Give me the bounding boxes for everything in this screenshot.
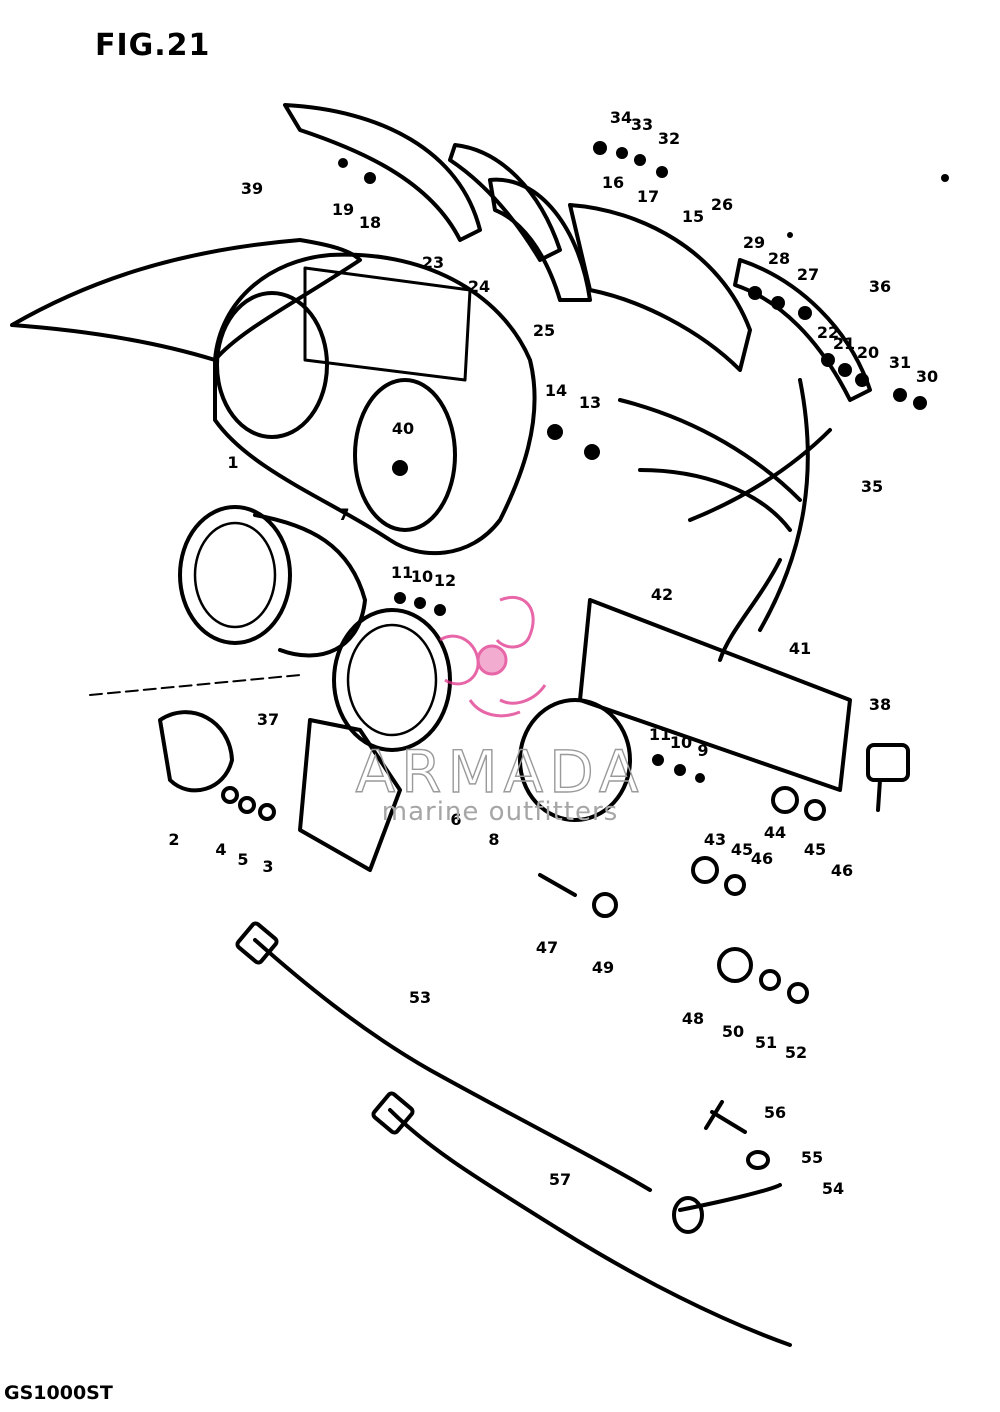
speedometer-face — [193, 521, 277, 629]
part-callout-17: 17 — [637, 187, 659, 206]
fairing-wing — [10, 238, 362, 362]
part-callout-52: 52 — [785, 1043, 807, 1062]
part-callout-12: 12 — [434, 571, 456, 590]
part-callout-16: 16 — [602, 173, 624, 192]
speedo-cable — [253, 938, 652, 1192]
mount-bracket — [298, 718, 402, 872]
part-callout-53: 53 — [409, 988, 431, 1007]
part-callout-49: 49 — [592, 958, 614, 977]
part-callout-40: 40 — [392, 419, 414, 438]
indicator-window — [303, 266, 472, 382]
part-callout-54: 54 — [822, 1179, 844, 1198]
part-callout-7: 7 — [338, 505, 349, 524]
part-callout-47: 47 — [536, 938, 558, 957]
part-callout-35: 35 — [861, 477, 883, 496]
part-callout-55: 55 — [801, 1148, 823, 1167]
lead-wire — [678, 1183, 782, 1212]
part-callout-10: 10 — [411, 567, 433, 586]
part-callout-44: 44 — [764, 823, 786, 842]
part-callout-4: 4 — [215, 840, 226, 859]
part-callout-8: 8 — [488, 830, 499, 849]
part-callout-57: 57 — [549, 1170, 571, 1189]
gauge-ring — [518, 698, 632, 822]
tacho-cable — [388, 1108, 792, 1347]
part-callout-10: 10 — [670, 733, 692, 752]
speedometer — [178, 505, 292, 645]
part-callout-13: 13 — [579, 393, 601, 412]
part-callout-42: 42 — [651, 585, 673, 604]
part-callout-3: 3 — [262, 857, 273, 876]
part-callout-21: 21 — [833, 334, 855, 353]
part-callout-32: 32 — [658, 129, 680, 148]
part-callout-20: 20 — [857, 343, 879, 362]
part-callout-43: 43 — [704, 830, 726, 849]
part-callout-2: 2 — [168, 830, 179, 849]
part-callout-50: 50 — [722, 1022, 744, 1041]
part-callout-5: 5 — [237, 850, 248, 869]
part-callout-29: 29 — [743, 233, 765, 252]
part-callout-46: 46 — [751, 849, 773, 868]
part-callout-33: 33 — [631, 115, 653, 134]
instrument-housing — [213, 252, 537, 556]
part-callout-9: 9 — [697, 741, 708, 760]
rear-panel — [568, 203, 752, 372]
part-callout-56: 56 — [764, 1103, 786, 1122]
part-callout-15: 15 — [682, 207, 704, 226]
part-callout-46: 46 — [831, 861, 853, 880]
speedo-recess — [215, 291, 329, 439]
figure-title: FIG.21 — [95, 28, 211, 63]
rear-bracket — [733, 258, 872, 402]
part-callout-18: 18 — [359, 213, 381, 232]
part-callout-14: 14 — [545, 381, 567, 400]
part-callout-22: 22 — [817, 323, 839, 342]
part-callout-26: 26 — [711, 195, 733, 214]
part-callout-25: 25 — [533, 321, 555, 340]
part-callout-45: 45 — [804, 840, 826, 859]
visor-24 — [448, 143, 562, 262]
speedometer-body — [253, 513, 367, 658]
wiring-harness — [618, 378, 832, 662]
trip-knob — [158, 710, 234, 793]
part-callout-45: 45 — [731, 840, 753, 859]
part-callout-38: 38 — [869, 695, 891, 714]
tacho-recess — [353, 378, 457, 532]
model-code: GS1000ST — [4, 1382, 113, 1404]
visor-25 — [488, 177, 592, 302]
part-callout-51: 51 — [755, 1033, 777, 1052]
part-callout-24: 24 — [468, 277, 490, 296]
visor-23 — [283, 103, 482, 242]
part-callout-39: 39 — [241, 179, 263, 198]
part-callout-27: 27 — [797, 265, 819, 284]
part-callout-11: 11 — [649, 725, 671, 744]
part-callout-28: 28 — [768, 249, 790, 268]
part-callout-11: 11 — [391, 563, 413, 582]
part-callout-19: 19 — [332, 200, 354, 219]
part-callout-31: 31 — [889, 353, 911, 372]
part-callout-6: 6 — [450, 810, 461, 829]
part-callout-1: 1 — [227, 453, 238, 472]
base-plate — [578, 598, 852, 792]
part-callout-36: 36 — [869, 277, 891, 296]
part-callout-30: 30 — [916, 367, 938, 386]
part-callout-48: 48 — [682, 1009, 704, 1028]
part-callout-23: 23 — [422, 253, 444, 272]
part-callout-41: 41 — [789, 639, 811, 658]
part-callout-37: 37 — [257, 710, 279, 729]
tachometer-face — [346, 623, 438, 737]
part-callout-34: 34 — [610, 108, 632, 127]
